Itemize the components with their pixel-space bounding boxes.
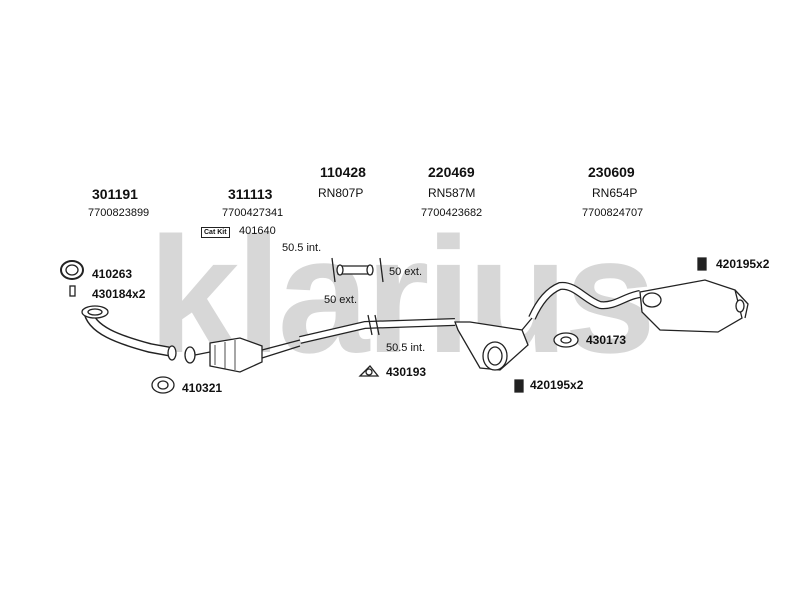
oe-number-311113: 7700427341	[222, 207, 284, 219]
fitting-label-430184: 430184x2	[92, 287, 146, 301]
ref-230609: RN654P	[592, 186, 638, 200]
cat-kit-part: 401640	[239, 225, 276, 237]
catalytic-converter	[184, 337, 301, 373]
intermediate-pipe	[299, 257, 456, 344]
part-number-110428: 110428	[320, 164, 366, 180]
fitting-label-420195-top: 420195x2	[716, 257, 770, 271]
centre-silencer	[454, 317, 533, 371]
fitting-label-430193: 430193	[386, 365, 427, 379]
oe-number-220469: 7700423682	[421, 207, 483, 219]
dimension-label: 50.5 int.	[282, 242, 322, 254]
fitting-430173-icon	[553, 332, 579, 348]
fitting-410321-icon	[151, 376, 175, 394]
dimension-label: 50 ext.	[324, 294, 358, 306]
front-pipe	[81, 305, 177, 361]
ref-110428: RN807P	[318, 186, 364, 200]
fitting-420195-bottom-icon	[514, 379, 524, 393]
part-number-311113: 311113	[228, 186, 273, 202]
fitting-410263-icon	[60, 260, 84, 280]
fitting-label-410263: 410263	[92, 267, 133, 281]
dimension-label: 50.5 int.	[386, 342, 426, 354]
part-number-230609: 230609	[588, 164, 635, 180]
fitting-label-410321: 410321	[182, 381, 223, 395]
oe-number-301191: 7700823899	[88, 207, 150, 219]
fitting-label-430173: 430173	[586, 333, 627, 347]
fitting-label-420195-bottom: 420195x2	[530, 378, 584, 392]
oe-number-230609: 7700824707	[582, 207, 644, 219]
cat-kit-badge: Cat Kit	[201, 227, 230, 238]
part-number-220469: 220469	[428, 164, 475, 180]
rear-silencer	[528, 279, 749, 333]
fitting-430184-icon	[69, 285, 76, 297]
part-number-301191: 301191	[92, 186, 138, 202]
ref-220469: RN587M	[428, 186, 476, 200]
fitting-430193-icon	[358, 365, 380, 377]
fitting-420195-top-icon	[697, 257, 707, 271]
dimension-label: 50 ext.	[389, 266, 423, 278]
